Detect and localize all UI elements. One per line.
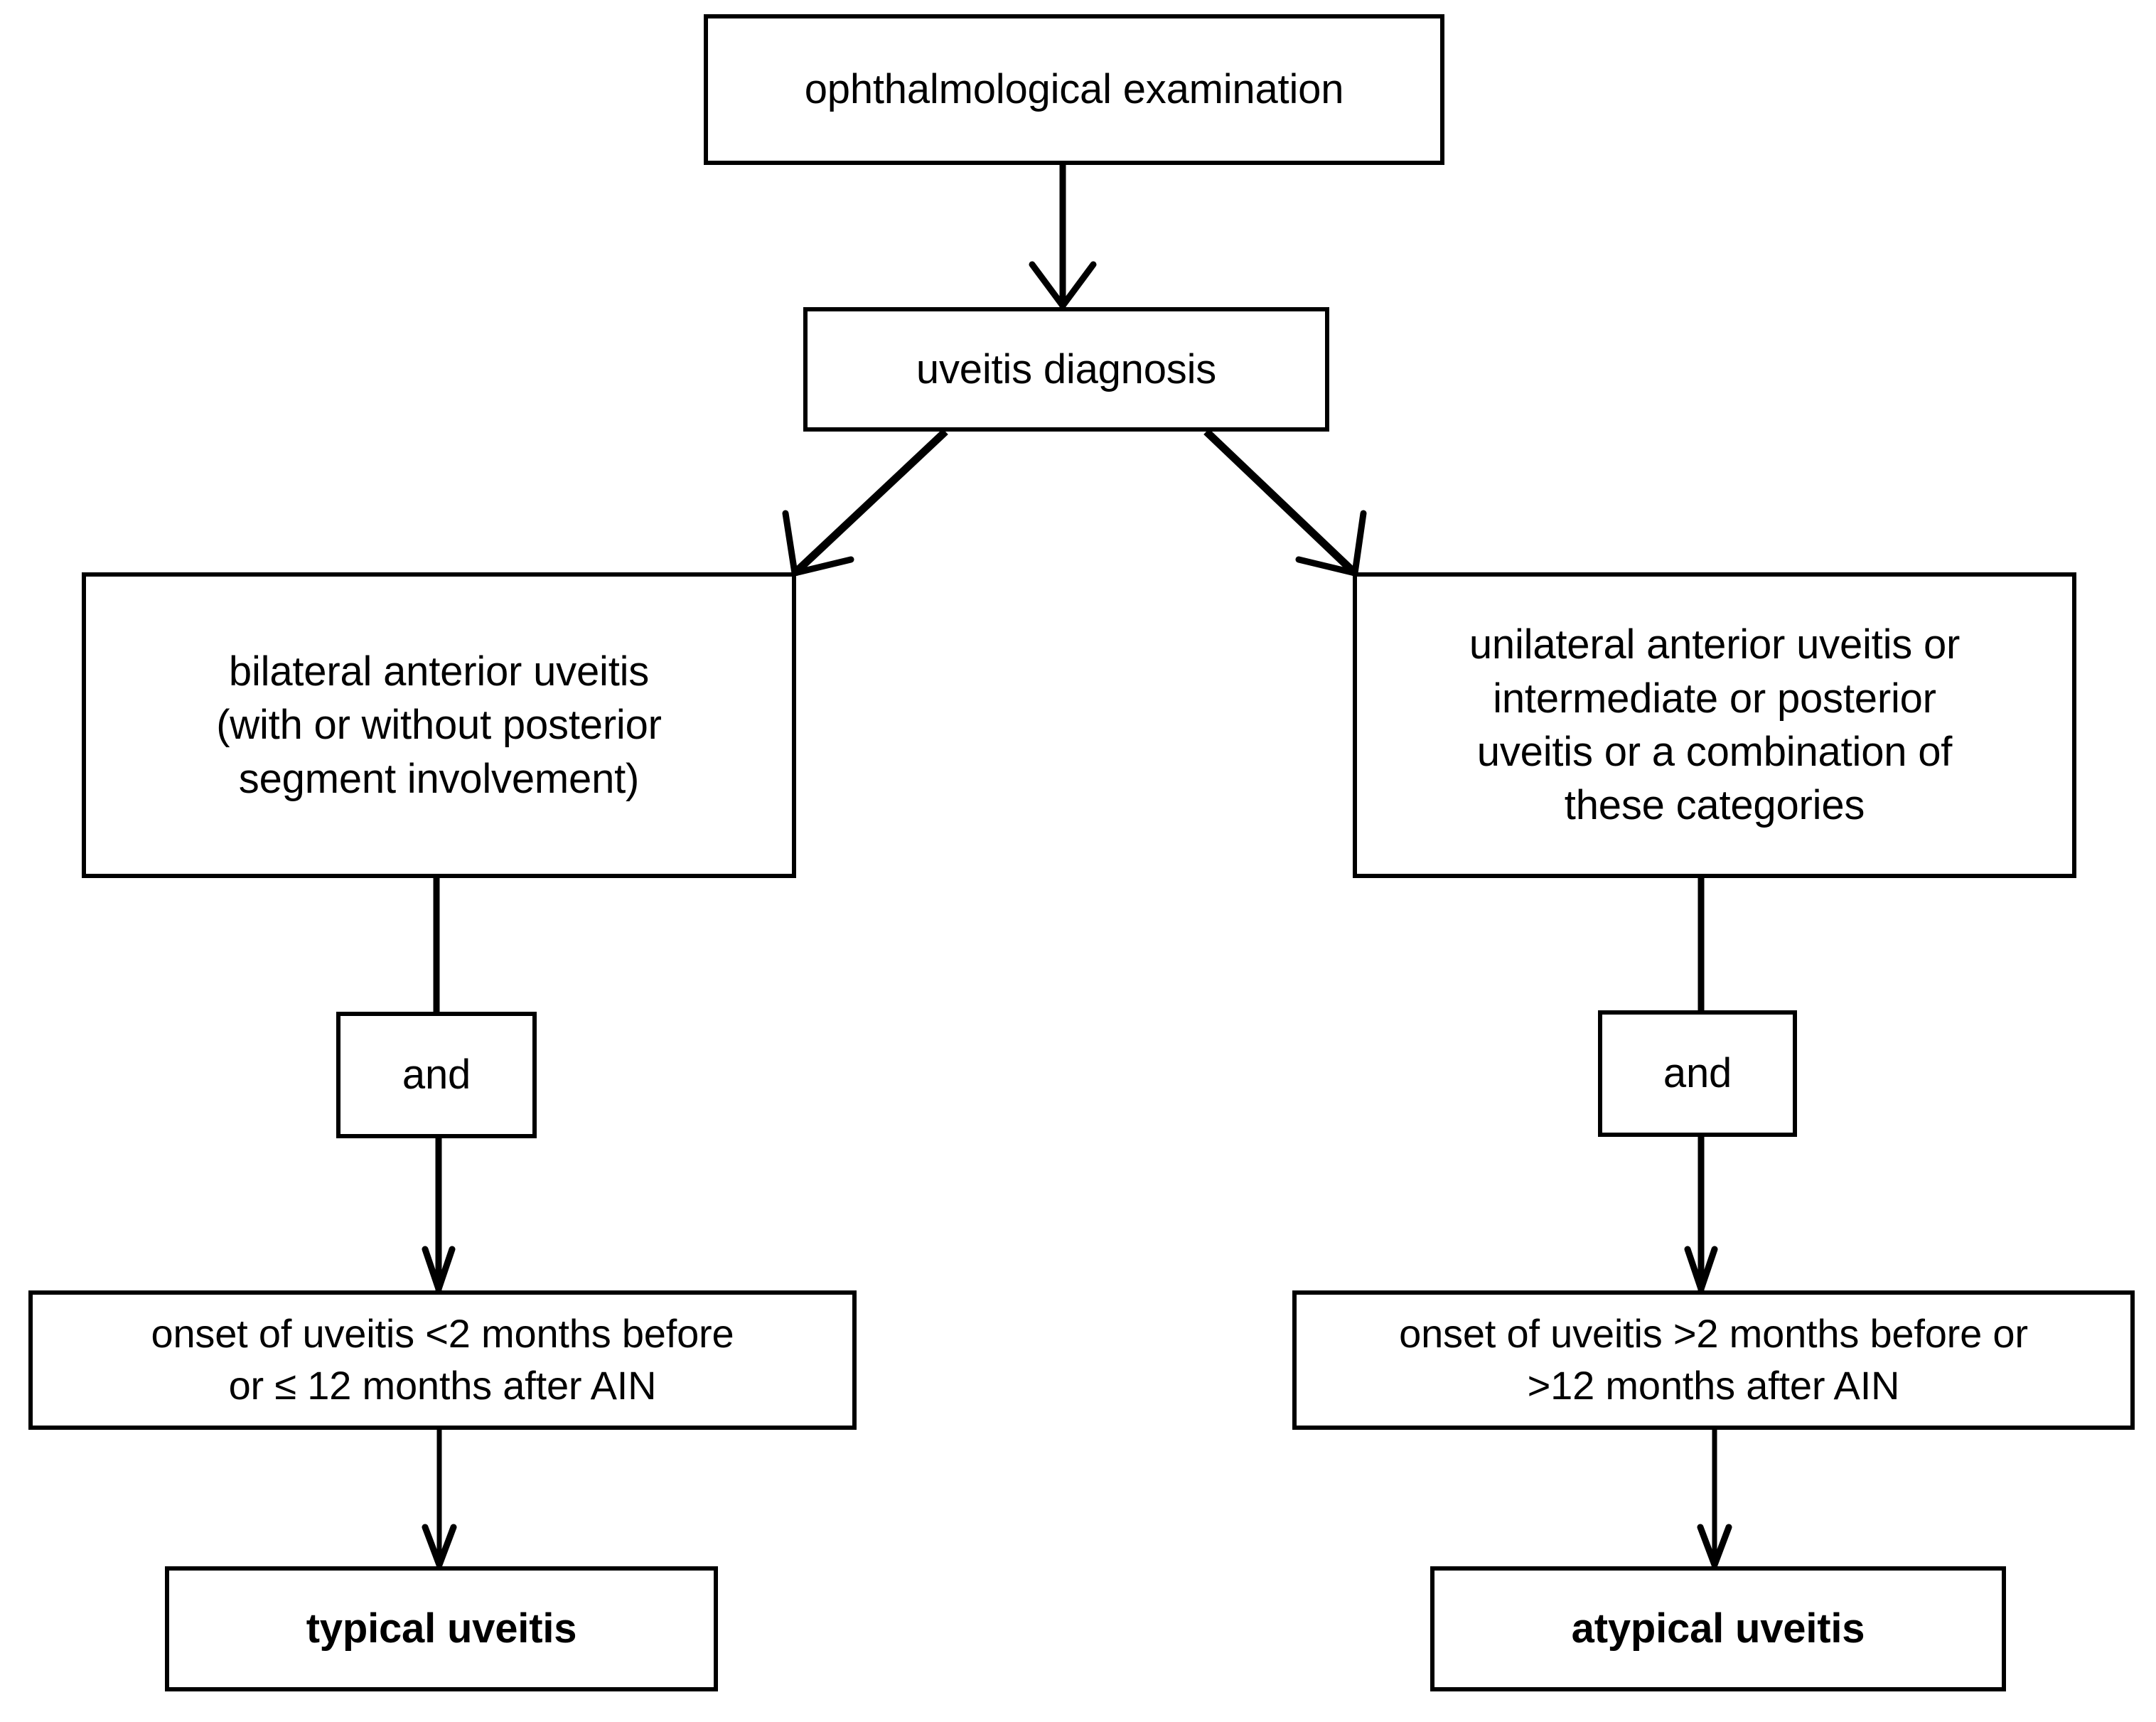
node-atypical-uveitis: atypical uveitis xyxy=(1430,1566,2006,1691)
node-typical-uveitis: typical uveitis xyxy=(165,1566,718,1691)
node-ophthalmological-examination: ophthalmological examination xyxy=(704,14,1444,165)
node-bilateral-anterior-uveitis: bilateral anterior uveitis (with or with… xyxy=(82,572,796,878)
node-onset-uveitis-less-than-2-months: onset of uveitis <2 months before or ≤ 1… xyxy=(28,1290,857,1430)
node-unilateral-anterior-uveitis: unilateral anterior uveitis or intermedi… xyxy=(1353,572,2076,878)
node-and-right: and xyxy=(1598,1010,1797,1137)
edge-and-to-onset-right xyxy=(1684,1137,1718,1300)
edge-diagnosis-to-unilateral xyxy=(1203,429,1367,577)
edge-diagnosis-to-bilateral xyxy=(782,428,948,577)
edge-onset-to-atypical xyxy=(1697,1430,1732,1574)
edge-onset-to-typical xyxy=(422,1430,457,1574)
edge-exam-to-diagnosis xyxy=(1029,165,1097,311)
node-onset-uveitis-greater-than-2-months: onset of uveitis >2 months before or >12… xyxy=(1292,1290,2135,1430)
node-uveitis-diagnosis: uveitis diagnosis xyxy=(803,307,1329,432)
edge-and-to-onset-left xyxy=(422,1138,456,1300)
node-and-left: and xyxy=(336,1012,537,1138)
